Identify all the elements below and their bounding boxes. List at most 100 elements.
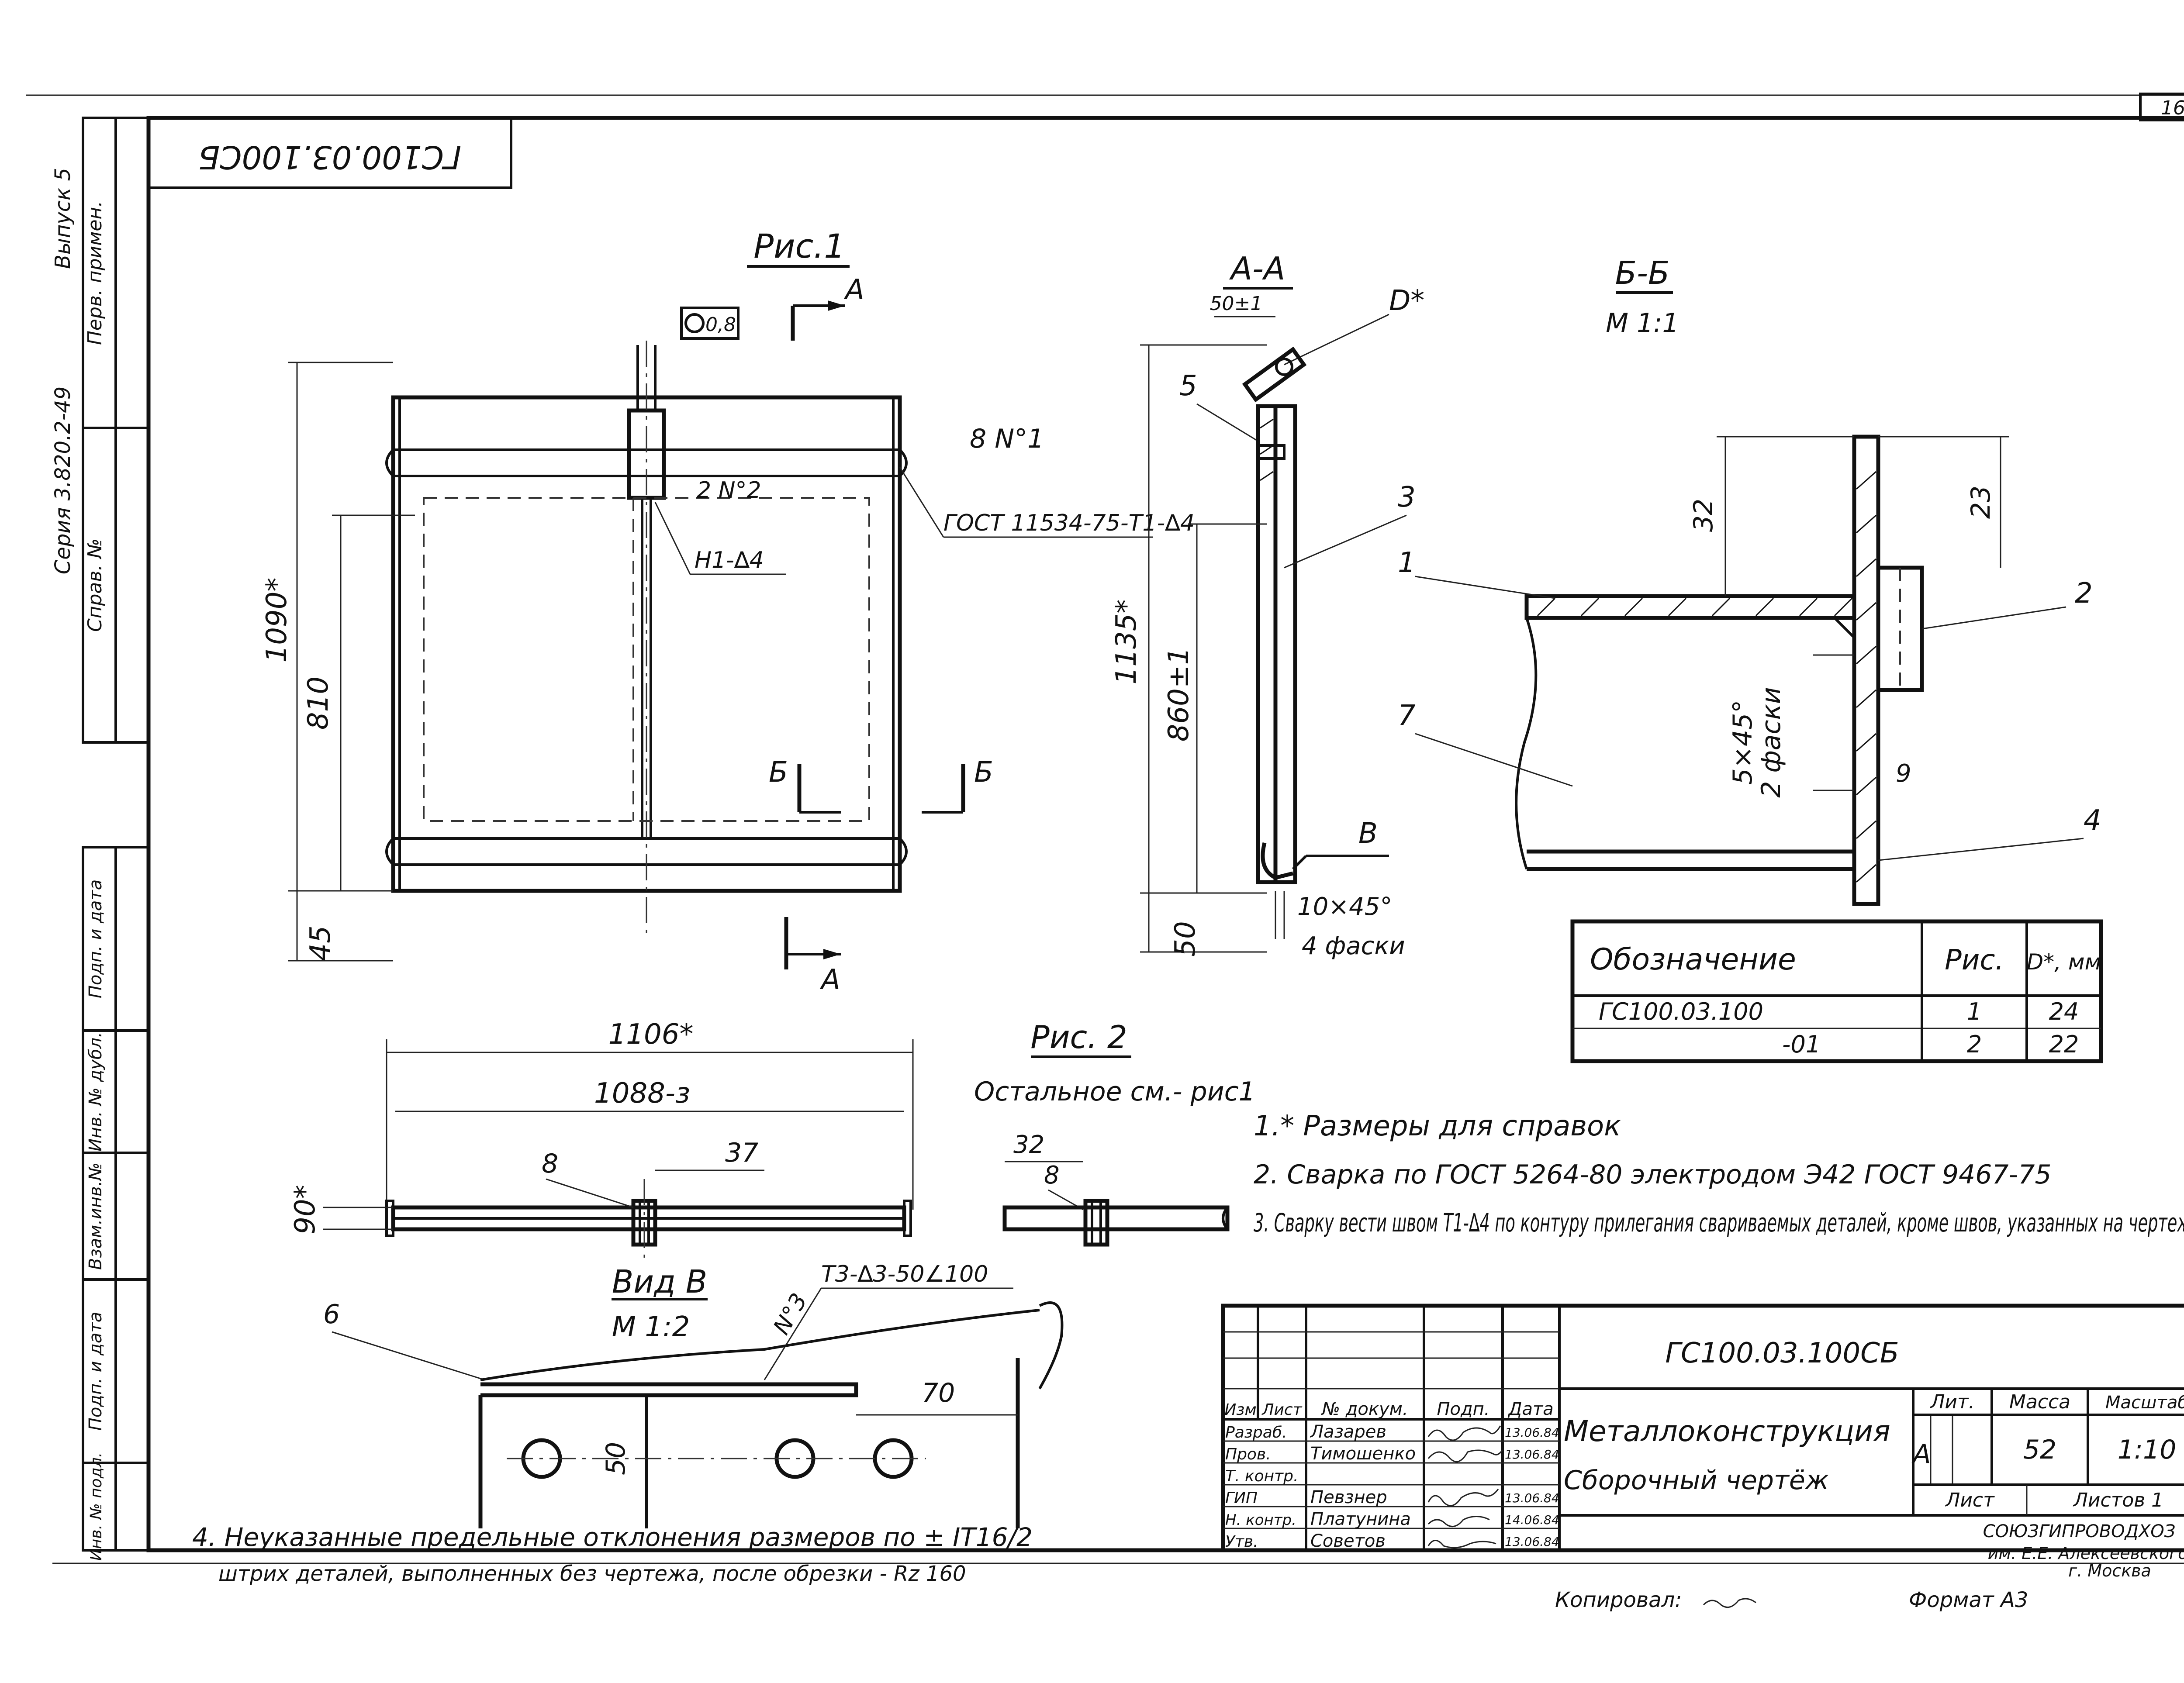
section-aa-view: А-А 50±1 D* 5 3 1135* 860±1 50 В bbox=[1110, 250, 1424, 960]
drawing-frame bbox=[146, 116, 2184, 1552]
title-block: Изм Лист № докум. Подп. Дата Разраб. Лаз… bbox=[1221, 1304, 2184, 1580]
name-4: Платунина bbox=[1310, 1509, 1411, 1529]
dim-23: 23 bbox=[1966, 486, 1996, 519]
dim-860: 860±1 bbox=[1163, 647, 1195, 742]
sheets-label: Листов 1 bbox=[2073, 1489, 2163, 1511]
section-bb-title: Б-Б bbox=[1615, 255, 1670, 291]
pos-4: 4 bbox=[2084, 804, 2101, 837]
sheet-number: 16 bbox=[2161, 97, 2184, 119]
pos-3: 3 bbox=[1398, 481, 1416, 514]
strip-right bbox=[1273, 404, 1297, 884]
note-4-cont: штрих деталей, выполненных без чертежа, … bbox=[218, 1562, 966, 1586]
sheet-number-box bbox=[2139, 93, 2184, 121]
col-list: Лист bbox=[1261, 1401, 1302, 1419]
role-5: Утв. bbox=[1225, 1533, 1258, 1551]
flange-strip-v bbox=[480, 1382, 858, 1397]
fig2-note: Остальное см.- рис1 bbox=[974, 1076, 1255, 1107]
mass-value: 52 bbox=[2023, 1435, 2056, 1465]
series-label: Серия 3.820.2-49 bbox=[51, 386, 75, 574]
fig2-dim-32: 32 bbox=[1013, 1131, 1044, 1159]
top-stamp-text: ГС100.03.100СБ bbox=[198, 139, 461, 176]
table-cell-r1-c0: -01 bbox=[1782, 1031, 1821, 1058]
org-line-3: г. Москва bbox=[2068, 1561, 2151, 1580]
table-header-designation: Обозначение bbox=[1590, 942, 1796, 977]
role-1: Пров. bbox=[1225, 1445, 1271, 1463]
break-line-top bbox=[480, 1309, 1040, 1381]
hole-circle bbox=[1275, 358, 1293, 376]
table-cell-r1-c1: 2 bbox=[1967, 1031, 1982, 1058]
col-podp: Подп. bbox=[1437, 1399, 1489, 1419]
pos-5: 5 bbox=[1179, 370, 1197, 402]
org-line-2: им. Е.Е. Алексеевского bbox=[1988, 1544, 2184, 1563]
note-3: 3. Сварку вести швом Т1-∆4 по контуру пр… bbox=[1254, 1208, 2184, 1238]
fig1-title: Рис.1 bbox=[753, 227, 845, 266]
section-b-left-label: Б bbox=[769, 756, 788, 789]
name-0: Лазарев bbox=[1310, 1422, 1386, 1442]
name-5: Советов bbox=[1310, 1531, 1386, 1551]
podp-data-label-2: Подп. и дата bbox=[86, 1312, 106, 1431]
date-3: 13.06.84 bbox=[1505, 1491, 1559, 1505]
note-2: 2. Сварка по ГОСТ 5264-80 электродом Э42… bbox=[1254, 1159, 2052, 1190]
section-a-top-label: А bbox=[843, 274, 864, 306]
dim-90: 90* bbox=[289, 1185, 321, 1234]
fig2-strip bbox=[1002, 1205, 1230, 1231]
chamfer-2-count: 2 фаски bbox=[1756, 687, 1787, 798]
date-0: 13.06.84 bbox=[1505, 1425, 1559, 1440]
copied-label: Копировал: bbox=[1555, 1588, 1682, 1612]
d-table: Обозначение Рис. D*, мм ГС100.03.100 1 2… bbox=[1570, 919, 2103, 1063]
col-izm: Изм bbox=[1224, 1401, 1256, 1419]
pos-7: 7 bbox=[1398, 700, 1416, 732]
section-bb-view: Б-Б М 1:1 2 bbox=[1398, 255, 2101, 906]
name-3: Певзнер bbox=[1310, 1487, 1387, 1507]
date-1: 13.06.84 bbox=[1505, 1447, 1559, 1462]
flatness-circle-icon bbox=[684, 313, 705, 333]
fig2-title: Рис. 2 bbox=[1030, 1019, 1127, 1055]
dim-1090: 1090* bbox=[261, 578, 293, 663]
podp-data-label-1: Подп. и дата bbox=[86, 879, 106, 998]
view-v: Вид В М 1:2 6 N°3 Т3-∆3-50∠100 70 50 bbox=[323, 1261, 1064, 1528]
lit-value: А bbox=[1911, 1439, 1931, 1469]
view-v-scale: М 1:2 bbox=[612, 1311, 690, 1343]
scale-value: 1:10 bbox=[2118, 1435, 2177, 1465]
note-1: 1.* Размеры для справок bbox=[1254, 1110, 1621, 1142]
block-2 bbox=[1876, 566, 1924, 692]
dim-1135: 1135* bbox=[1110, 600, 1143, 685]
section-a-bottom-label: А bbox=[819, 964, 840, 996]
role-4: Н. контр. bbox=[1225, 1511, 1296, 1529]
weld-gost: ГОСТ 11534-75-Т1-∆4 bbox=[943, 510, 1195, 536]
chamfer-10x45: 10×45° bbox=[1297, 893, 1392, 921]
pos-1: 1 bbox=[1398, 547, 1416, 579]
lever-edge bbox=[1038, 1301, 1064, 1390]
perv-primen-label: Перв. примен. bbox=[84, 201, 106, 345]
table-cell-r0-c0: ГС100.03.100 bbox=[1599, 998, 1763, 1025]
chamfer-5x45: 5×45° bbox=[1728, 700, 1758, 785]
plate-4 bbox=[1852, 435, 1880, 906]
technical-notes: 1.* Размеры для справок 2. Сварка по ГОС… bbox=[192, 1110, 2184, 1586]
dim-1088: 1088-з bbox=[594, 1077, 690, 1110]
pos-6: 6 bbox=[323, 1299, 340, 1330]
dim-9: 9 bbox=[1896, 759, 1911, 788]
d-star-label: D* bbox=[1389, 285, 1424, 317]
format-label: Формат А3 bbox=[1909, 1588, 2028, 1612]
name-1: Тимошенко bbox=[1310, 1444, 1416, 1464]
inv-dubl-label: Инв. № дубл. bbox=[86, 1032, 106, 1152]
dim-45: 45 bbox=[304, 925, 337, 961]
title-designation: ГС100.03.100СБ bbox=[1665, 1337, 1899, 1369]
dim-8-bottom: 8 bbox=[542, 1148, 558, 1179]
weld-2n2: 2 N°2 bbox=[697, 477, 761, 504]
section-bb-scale: М 1:1 bbox=[1606, 308, 1679, 338]
date-4: 14.06.84 bbox=[1505, 1513, 1559, 1527]
col-dokum: № докум. bbox=[1321, 1399, 1408, 1419]
section-b-right-label: Б bbox=[974, 756, 993, 789]
role-0: Разраб. bbox=[1225, 1424, 1287, 1442]
date-5: 13.06.84 bbox=[1505, 1535, 1559, 1549]
chamfer-4-count: 4 фаски bbox=[1302, 932, 1405, 960]
vzam-inv-label: Взам.инв.№ bbox=[86, 1162, 106, 1270]
lever bbox=[1242, 346, 1307, 403]
bottom-plan-view: 1106* 1088-з 8 37 90* bbox=[289, 1018, 914, 1258]
org-line-1: СОЮЗГИПРОВОДХОЗ bbox=[1983, 1521, 2176, 1542]
dim-810: 810 bbox=[302, 676, 335, 730]
dim-50-view-v: 50 bbox=[601, 1442, 631, 1475]
flatness-tolerance-box bbox=[680, 307, 740, 340]
